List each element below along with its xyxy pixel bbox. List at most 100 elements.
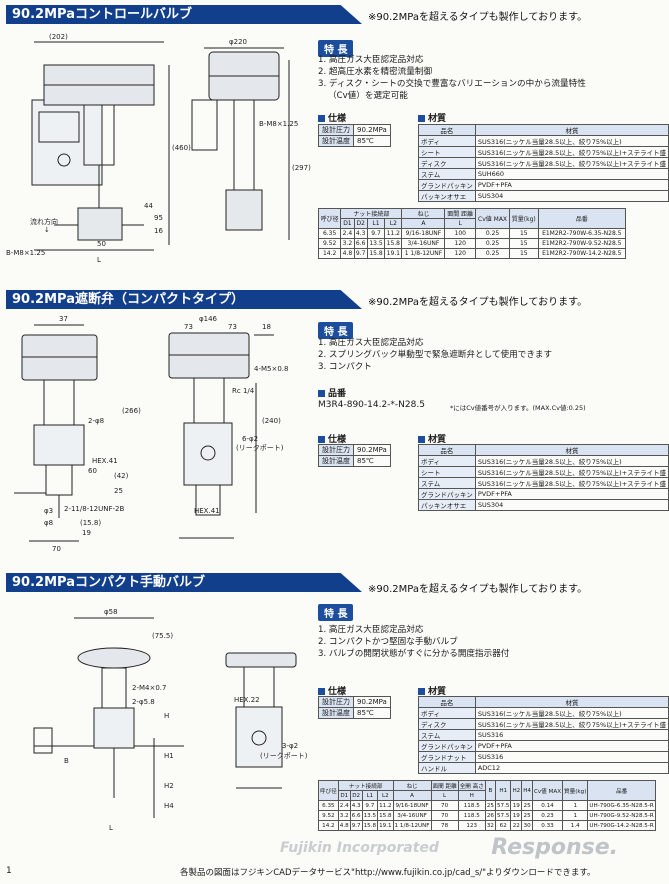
part-heading-2: 品番 (318, 386, 346, 399)
spec-label: 設計圧力 (318, 124, 354, 136)
section-3-note: ※90.2MPaを超えるタイプも製作しております。 (368, 584, 588, 595)
features-heading-2: 特 長 (318, 322, 354, 339)
bullet-square-icon (318, 115, 325, 122)
dim-label-460: (460) (172, 144, 191, 152)
table-header: 質量(kg) (509, 208, 539, 229)
features-list-2: 1. 高圧ガス大臣認定品対応 2. スプリングバック単動型で緊急遮断弁として使用… (318, 337, 552, 373)
spec-heading-1: 仕様 (318, 111, 346, 124)
dim-label-H2: H2 (164, 782, 174, 790)
dim-label-18: 18 (262, 323, 271, 331)
spec-value: 85℃ (353, 455, 391, 467)
feature-item: （Cv値）を選定可能 (328, 91, 408, 101)
flow-direction-arrow: ↓ (44, 226, 50, 234)
dim-label-16: 16 (154, 227, 163, 235)
spec-heading-3: 仕様 (318, 684, 346, 697)
table-header: ねじ (401, 208, 446, 219)
dim-label-leakport: (リークポート) (236, 444, 284, 452)
dim-label-thread: 2-11/8-12UNF-2B (64, 505, 124, 513)
features-heading-1: 特 長 (318, 40, 354, 57)
dim-label-phi8: φ8 (44, 519, 53, 527)
spec-value: 85℃ (353, 707, 391, 719)
features-list-3: 1. 高圧ガス大臣認定品対応 2. コンパクトかつ堅固な手動バルブ 3. バルブ… (318, 624, 509, 660)
table-header: ナット接続部 (340, 208, 403, 219)
feature-item: 2. 超高圧水素を精密流量制御 (318, 67, 433, 77)
table-header: 材質 (474, 124, 669, 136)
table-header: 材質 (474, 444, 669, 456)
control-valve-drawing: (202) φ220 B-M8×1.25 B-M8×1.25 (460) (29… (6, 33, 311, 264)
spec-label: 設計圧力 (318, 444, 354, 456)
dim-label-phi3: φ3 (44, 507, 53, 515)
spec-label: 設計温度 (318, 707, 354, 719)
feature-item: 1. 高圧ガス大臣認定品対応 (318, 338, 424, 348)
spec-value: 90.2MPa (353, 124, 391, 136)
dim-label-755: (75.5) (152, 632, 173, 640)
table-header: ナット接続部 (337, 780, 394, 791)
dim-label-266: (266) (122, 407, 141, 415)
flow-direction-label: 流れ方向 (30, 217, 58, 226)
dim-label-73b: 73 (228, 323, 237, 331)
feature-item: 3. バルブの開閉状態がすぐに分かる開度指示器付 (318, 649, 510, 659)
spec-label: 設計温度 (318, 135, 354, 147)
table-header: 品名 (418, 124, 476, 136)
dim-label-2phi58: 2-φ5.8 (132, 698, 155, 706)
section-1-title: 90.2MPaコントロールバルブ (6, 5, 362, 24)
dim-label-37: 37 (59, 315, 68, 323)
table-header: 品名 (418, 696, 476, 708)
dim-label-50: 50 (97, 240, 106, 248)
dim-label-phi58: φ58 (104, 608, 118, 616)
spec-heading-2: 仕様 (318, 432, 346, 445)
dim-label-3phi2: 3-φ2 (282, 742, 298, 750)
spec-value: 90.2MPa (353, 444, 391, 456)
dim-label-25: 25 (114, 487, 123, 495)
table-header: 呼び径 (318, 780, 339, 801)
dimension-table-3: 呼び径 ナット接続部 ねじ 面間 距離 全開 高さ B H1 H2 H4 Cv値… (318, 780, 656, 831)
dim-label-L-3: L (109, 824, 113, 832)
features-heading-3: 特 長 (318, 604, 354, 621)
table-header: 面間 距離 (430, 780, 459, 791)
dim-label-95: 95 (154, 214, 163, 222)
dim-label-phi146: φ146 (199, 315, 218, 323)
section-2-title: 90.2MPa遮断弁（コンパクトタイプ） (6, 290, 362, 309)
dim-label-H4: H4 (164, 802, 174, 810)
dim-label-H1: H1 (164, 752, 174, 760)
dim-label-60: 60 (88, 467, 97, 475)
dim-label-44: 44 (144, 202, 153, 210)
feature-item: 1. 高圧ガス大臣認定品対応 (318, 625, 424, 635)
part-number-2: M3R4-890-14.2-*-N28.5 (318, 400, 425, 410)
features-list-1: 1. 高圧ガス大臣認定品対応 2. 超高圧水素を精密流量制御 3. ディスク・シ… (318, 54, 586, 102)
bullet-square-icon (418, 688, 425, 695)
section-2-note: ※90.2MPaを超えるタイプも製作しております。 (368, 297, 588, 308)
bullet-square-icon (318, 688, 325, 695)
feature-item: 1. 高圧ガス大臣認定品対応 (318, 55, 424, 65)
dim-label-19: 19 (82, 529, 91, 537)
bullet-square-icon (418, 436, 425, 443)
bullet-square-icon (318, 390, 325, 397)
feature-item: 3. ディスク・シートの交換で豊富なバリエーションの中から流量特性 (318, 79, 586, 89)
table-header: Cv値 MAX (475, 208, 510, 229)
dim-label-hex41a: HEX.41 (194, 507, 220, 515)
table-header: 品番 (537, 208, 627, 229)
bullet-square-icon (418, 115, 425, 122)
table-header: 品名 (418, 444, 476, 456)
dim-label-2phi8: 2-φ8 (88, 417, 104, 425)
dim-label-70: 70 (52, 545, 61, 553)
table-header: ねじ (392, 780, 432, 791)
response-logo: Response. (491, 835, 618, 860)
